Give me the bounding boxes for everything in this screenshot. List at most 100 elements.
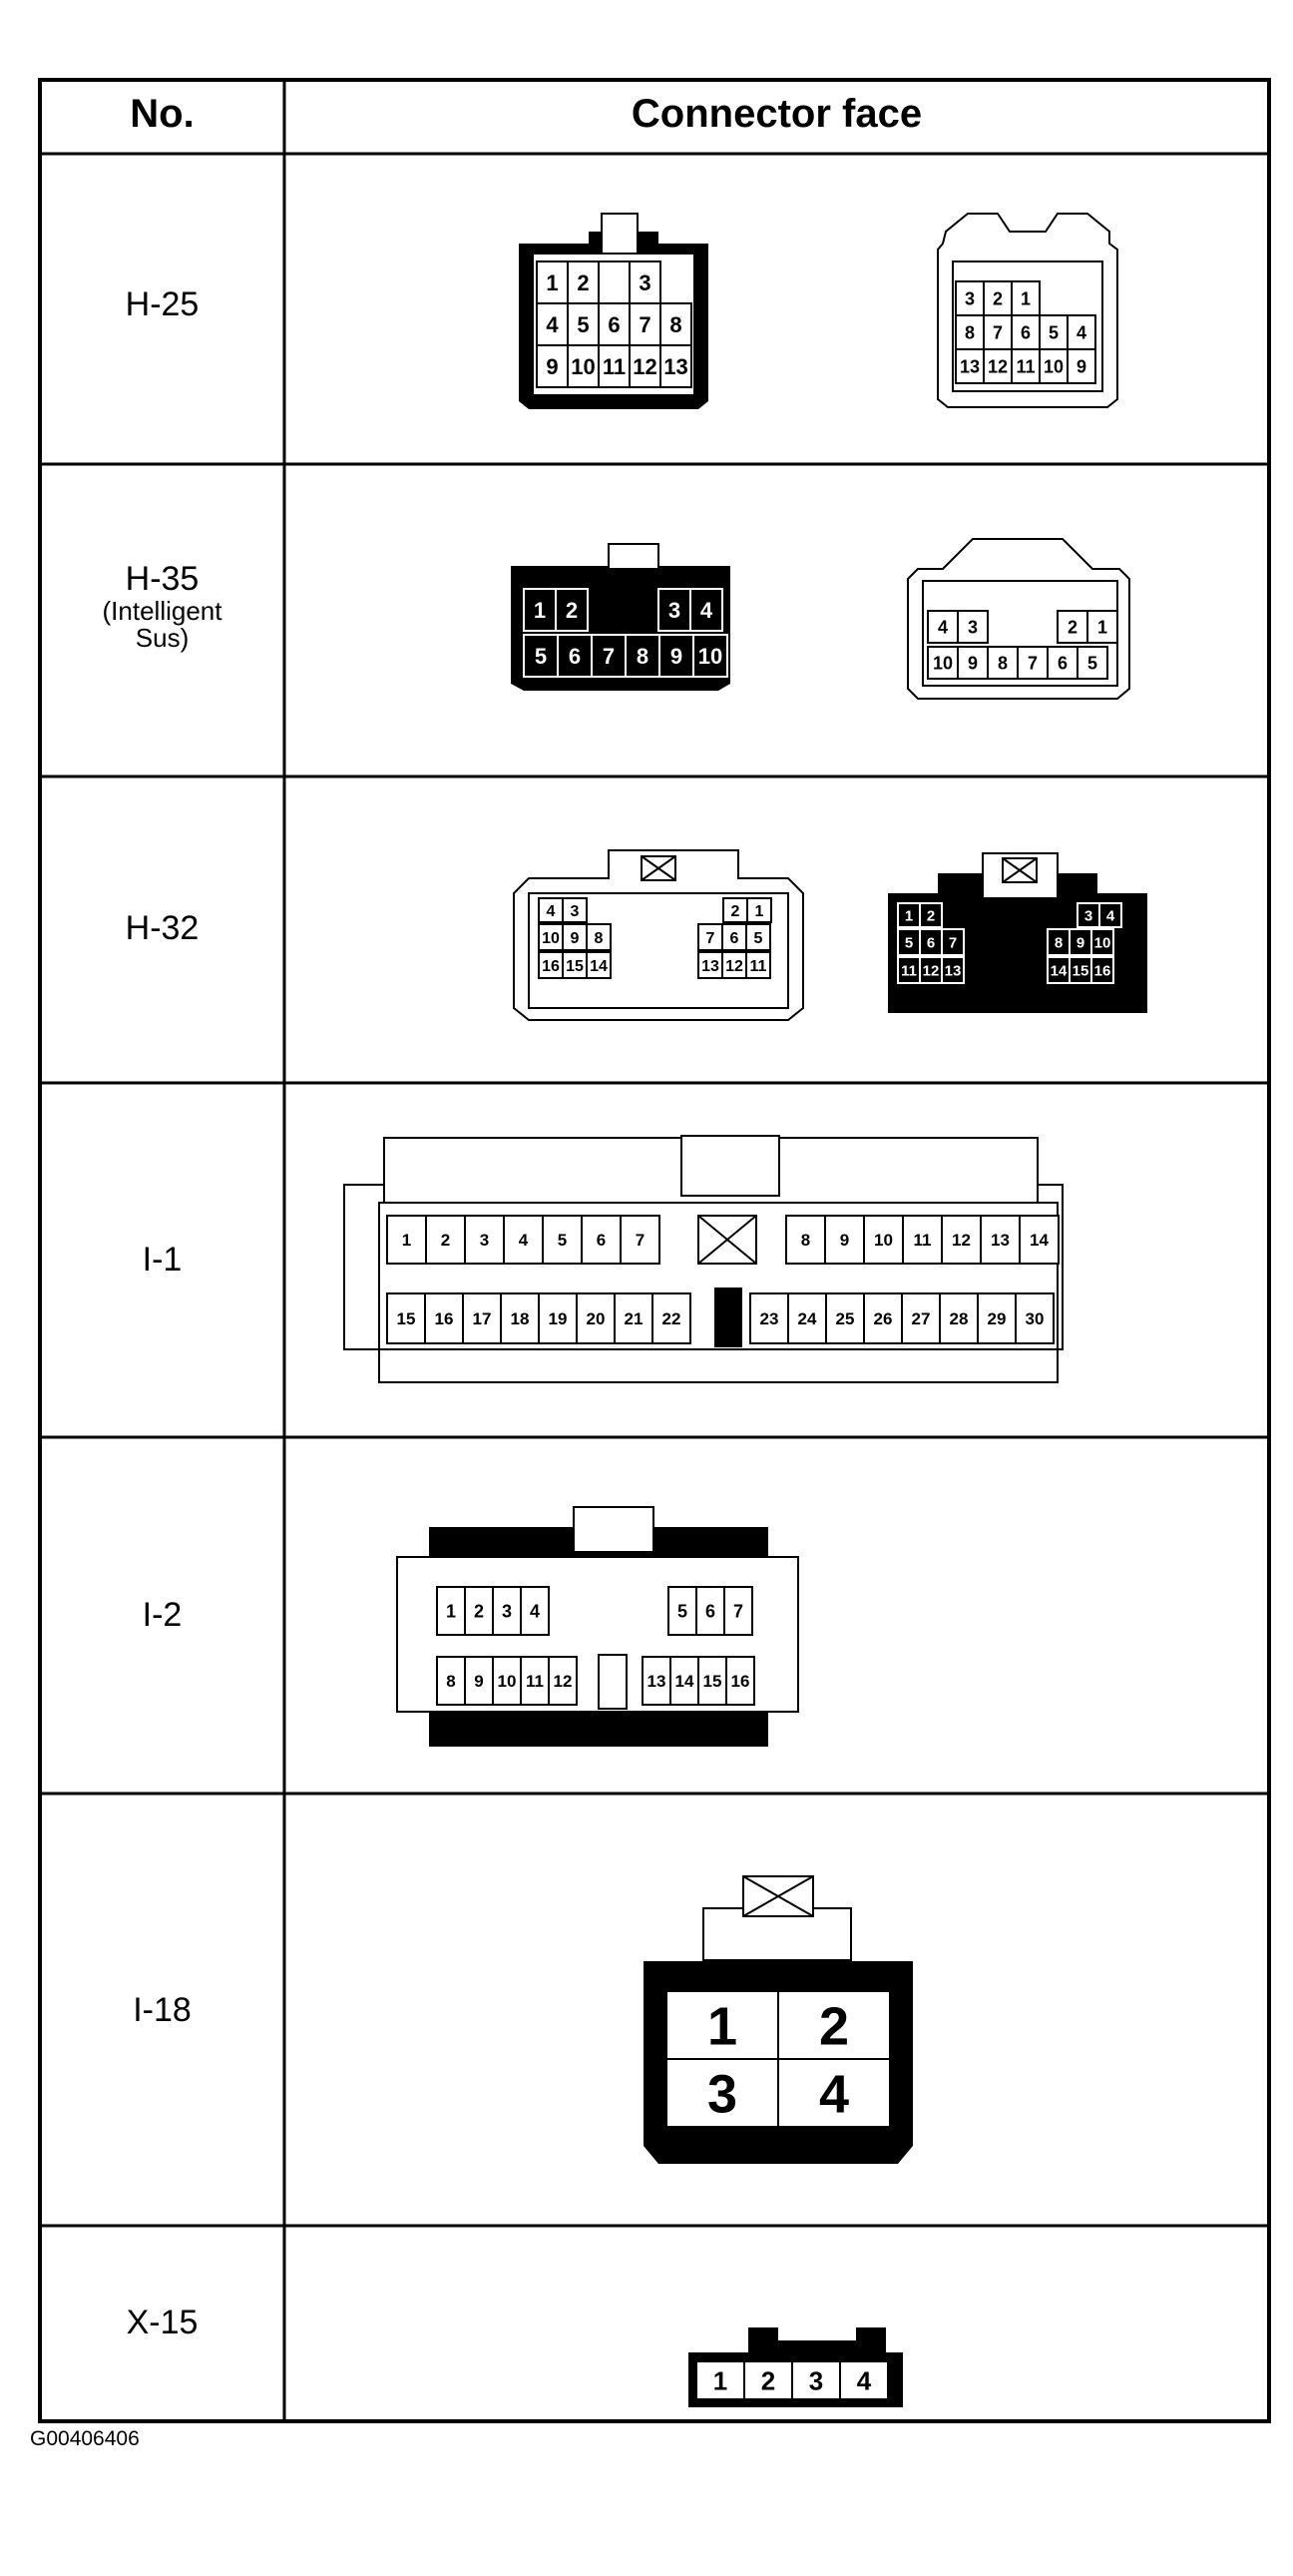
h32-female-pin: 13 (701, 958, 719, 975)
i1-pin: 16 (435, 1309, 454, 1328)
i2-pin: 4 (530, 1601, 540, 1621)
i2-pin: 7 (733, 1601, 743, 1621)
i1-pin: 15 (397, 1309, 416, 1328)
i1-pin-cell (980, 1215, 1021, 1265)
i18-pin: 3 (707, 2064, 737, 2124)
row-label-h25: H-25 (40, 285, 284, 323)
i1-pin: 9 (840, 1231, 849, 1250)
i1-pin-cell (749, 1292, 789, 1344)
connector-id: I-1 (142, 1241, 183, 1279)
i2-pin-cell (725, 1656, 755, 1706)
h35-female-pin: 9 (968, 653, 978, 673)
h35-female-pin: 4 (938, 617, 948, 637)
connector-note-line1: (Intelligent (102, 595, 222, 626)
i1-pin: 19 (549, 1309, 568, 1328)
h35-female-pin: 8 (998, 653, 1008, 673)
i1-pin-cell (424, 1292, 464, 1344)
i1-pin: 30 (1026, 1309, 1045, 1328)
h32-male-pin: 15 (1073, 962, 1089, 979)
i18-pin: 4 (819, 2064, 849, 2124)
h32-female-pin-cell (562, 897, 588, 923)
h25-female-pin: 10 (1044, 356, 1064, 376)
h35-female-pin: 6 (1058, 653, 1068, 673)
i1-pin: 14 (1030, 1231, 1049, 1250)
h35-female-pin-cell (1017, 646, 1049, 680)
connector-id: I-18 (133, 1991, 192, 2029)
i1-pin-cell (576, 1292, 616, 1344)
h25-female-pin-cell (1039, 314, 1069, 350)
h32-female-pin: 6 (730, 930, 739, 947)
h35-male-pin-cell (555, 588, 589, 632)
h25-female-pin: 7 (993, 322, 1003, 342)
row-label-i18: I-18 (40, 1991, 284, 2029)
h32-male-pin: 1 (905, 907, 913, 924)
h35-male-pin-cell (557, 634, 593, 678)
h25-female-pin: 9 (1077, 356, 1086, 376)
i1-pin-cell (824, 1215, 865, 1265)
i2-pin: 16 (731, 1672, 750, 1691)
x15-pin-cell (839, 2360, 889, 2400)
h25-male-pin-cell (598, 260, 631, 304)
connector-id: H-32 (125, 909, 200, 947)
h35-male-pin: 3 (668, 598, 680, 623)
i1-pin: 25 (836, 1309, 855, 1328)
h32-female-pin-cell (746, 897, 772, 923)
i1-pin-cell (1015, 1292, 1055, 1344)
i1-pin: 12 (952, 1231, 971, 1250)
h35-male-pin: 1 (534, 598, 546, 623)
h25-male-pin-cell (659, 302, 692, 346)
i1-pin: 2 (441, 1231, 450, 1250)
h35-female-pin: 7 (1028, 653, 1038, 673)
h25-male-pin: 3 (639, 270, 650, 295)
h35-male-pin: 5 (535, 644, 547, 669)
h25-male-pin: 1 (546, 270, 558, 295)
h25-female-pin: 3 (965, 288, 975, 308)
i2-pin-cell (667, 1586, 697, 1636)
h25-female-pin-cell (1067, 348, 1096, 384)
h32-female-pin-cell (697, 951, 723, 979)
h25-male-pin: 10 (571, 354, 595, 379)
h32-male-pin: 9 (1077, 934, 1084, 951)
i1-pin-cell (941, 1215, 982, 1265)
i1-pin: 20 (587, 1309, 606, 1328)
h35-male-pin: 9 (670, 644, 682, 669)
i1-pin: 21 (625, 1309, 644, 1328)
h32-female-pin: 14 (590, 958, 608, 975)
i1-pin: 4 (519, 1231, 529, 1250)
h32-male-pin: 2 (927, 907, 935, 924)
x15-pin: 3 (809, 2365, 823, 2395)
h25-female-pin: 1 (1021, 288, 1031, 308)
i2-pin-cell (697, 1656, 727, 1706)
h25-male-pin-cell (567, 302, 600, 346)
h35-male-pin-cell (523, 588, 557, 632)
h35-female-pin: 3 (968, 617, 978, 637)
i1-pin: 18 (511, 1309, 530, 1328)
h32-female-pin: 7 (706, 930, 715, 947)
h25-female-pin: 2 (993, 288, 1003, 308)
h32-female-pin: 8 (595, 930, 604, 947)
h32-male-pin-cell (1090, 956, 1114, 984)
i18-pin-cell (665, 1990, 779, 2060)
h25-male-pin: 6 (608, 312, 620, 337)
h25-male-pin: 12 (633, 354, 656, 379)
h32-male-pin: 10 (1094, 934, 1111, 951)
connector-id: H-25 (125, 285, 200, 323)
h32-female-pin: 3 (571, 903, 580, 920)
h25-female-pin-cell (983, 348, 1013, 384)
h32-male-pin: 14 (1051, 962, 1068, 979)
i1-pin: 6 (597, 1231, 606, 1250)
i2-pin: 14 (675, 1672, 694, 1691)
i1-pin-cell (825, 1292, 865, 1344)
connector-id: H-35 (125, 560, 200, 598)
i2-pin: 15 (703, 1672, 722, 1691)
h32-male-pin: 3 (1084, 907, 1092, 924)
i1-pin-cell (620, 1215, 660, 1265)
h32-male-pin-cell (919, 902, 943, 928)
i2-pin: 1 (446, 1601, 456, 1621)
i1-pin: 23 (760, 1309, 779, 1328)
h25-male-pin: 4 (546, 312, 559, 337)
h25-female-pin-cell (1011, 348, 1041, 384)
i1-pin-cell (901, 1292, 941, 1344)
h32-male-pin: 11 (901, 962, 917, 979)
h32-female-pin: 2 (731, 903, 740, 920)
